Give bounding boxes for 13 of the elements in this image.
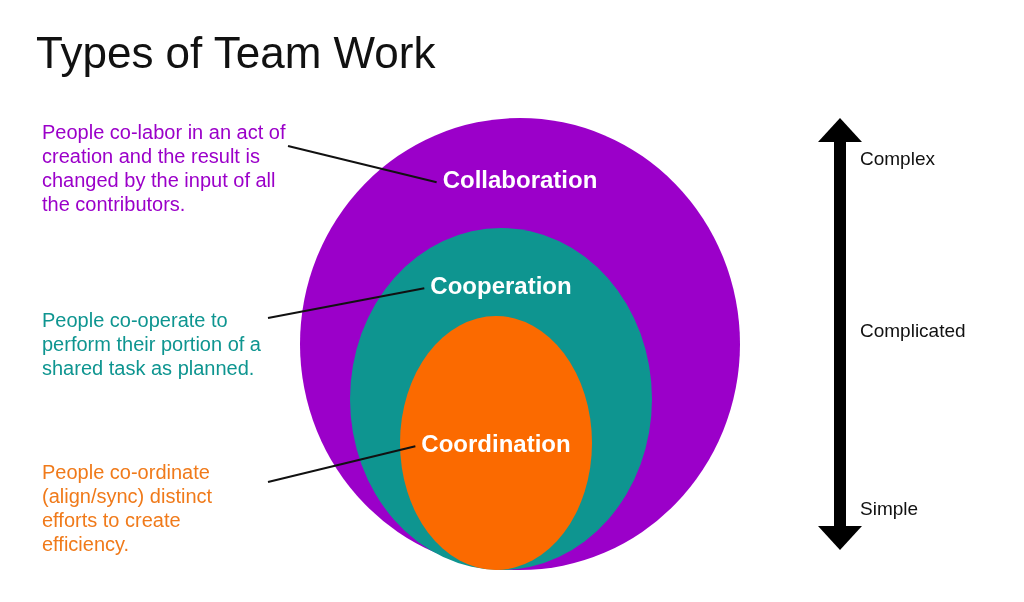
leader-line: [267, 445, 417, 483]
circle-label: Collaboration: [441, 166, 599, 194]
leader-line: [267, 287, 426, 319]
scale-label: Complex: [860, 148, 935, 170]
scale-label: Simple: [860, 498, 919, 520]
description-text: People co-ordinate (align/sync) distinct efforts to create efficiency.: [42, 460, 272, 556]
title: Types of Team Work: [36, 28, 436, 78]
description-text: People co-labor in an act of creation and the result is changed by the input of all the contributors.: [42, 120, 292, 216]
description-text: People co-operate to perform their portion of a shared task as planned.: [42, 308, 272, 380]
circle-label: Coordination: [420, 430, 572, 458]
scale-label: Complicated: [860, 320, 966, 342]
circle-label: Cooperation: [429, 272, 573, 300]
leader-line: [287, 145, 438, 184]
